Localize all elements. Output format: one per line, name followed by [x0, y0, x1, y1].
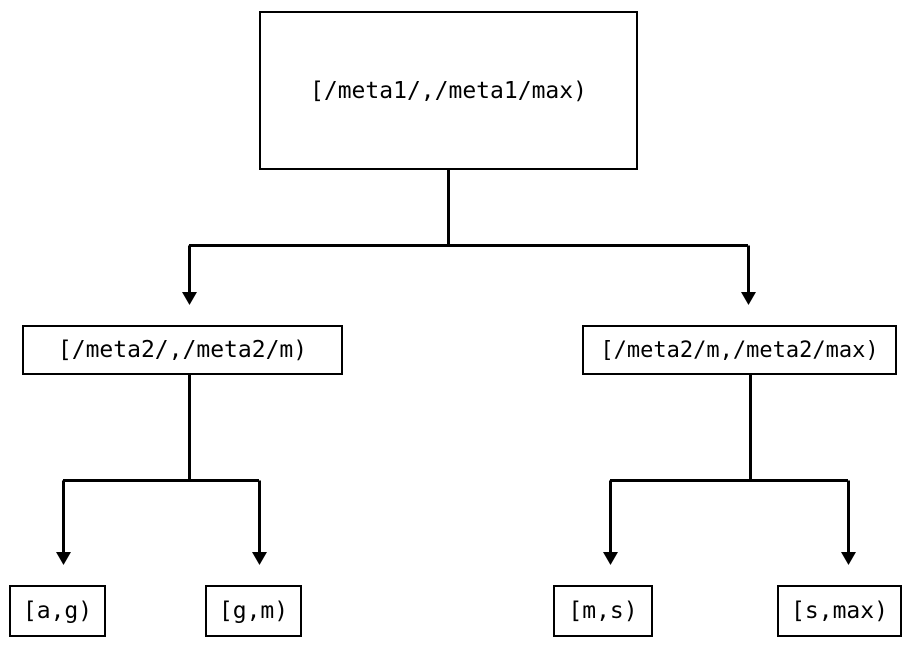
tree-node-root-label: [/meta1/,/meta1/max)	[310, 77, 587, 104]
tree-leaf-m-s[interactable]: [m,s)	[553, 585, 653, 637]
tree-node-level2-right[interactable]: [/meta2/m,/meta2/max)	[582, 325, 897, 375]
arrowhead-root-to-left	[182, 292, 197, 305]
tree-node-root[interactable]: [/meta1/,/meta1/max)	[259, 11, 638, 170]
edge-root-to-level2	[182, 170, 756, 305]
tree-leaf-s-max-label: [s,max)	[791, 598, 888, 624]
edge-right-to-leaves	[603, 375, 856, 565]
edge-left-to-leaves	[56, 375, 267, 565]
tree-leaf-g-m-label: [g,m)	[218, 598, 289, 624]
tree-leaf-a-g-label: [a,g)	[22, 598, 93, 624]
tree-node-level2-right-label: [/meta2/m,/meta2/max)	[600, 337, 879, 363]
arrowhead-root-to-right	[741, 292, 756, 305]
arrowhead-left-to-leaf0	[56, 552, 71, 565]
arrowhead-right-to-leaf2	[603, 552, 618, 565]
arrowhead-right-to-leaf3	[841, 552, 856, 565]
tree-node-level2-left-label: [/meta2/,/meta2/m)	[57, 337, 308, 363]
tree-leaf-a-g[interactable]: [a,g)	[9, 585, 106, 637]
arrowhead-left-to-leaf1	[252, 552, 267, 565]
tree-node-level2-left[interactable]: [/meta2/,/meta2/m)	[22, 325, 343, 375]
tree-leaf-m-s-label: [m,s)	[568, 598, 638, 624]
tree-leaf-s-max[interactable]: [s,max)	[777, 585, 902, 637]
tree-leaf-g-m[interactable]: [g,m)	[205, 585, 302, 637]
